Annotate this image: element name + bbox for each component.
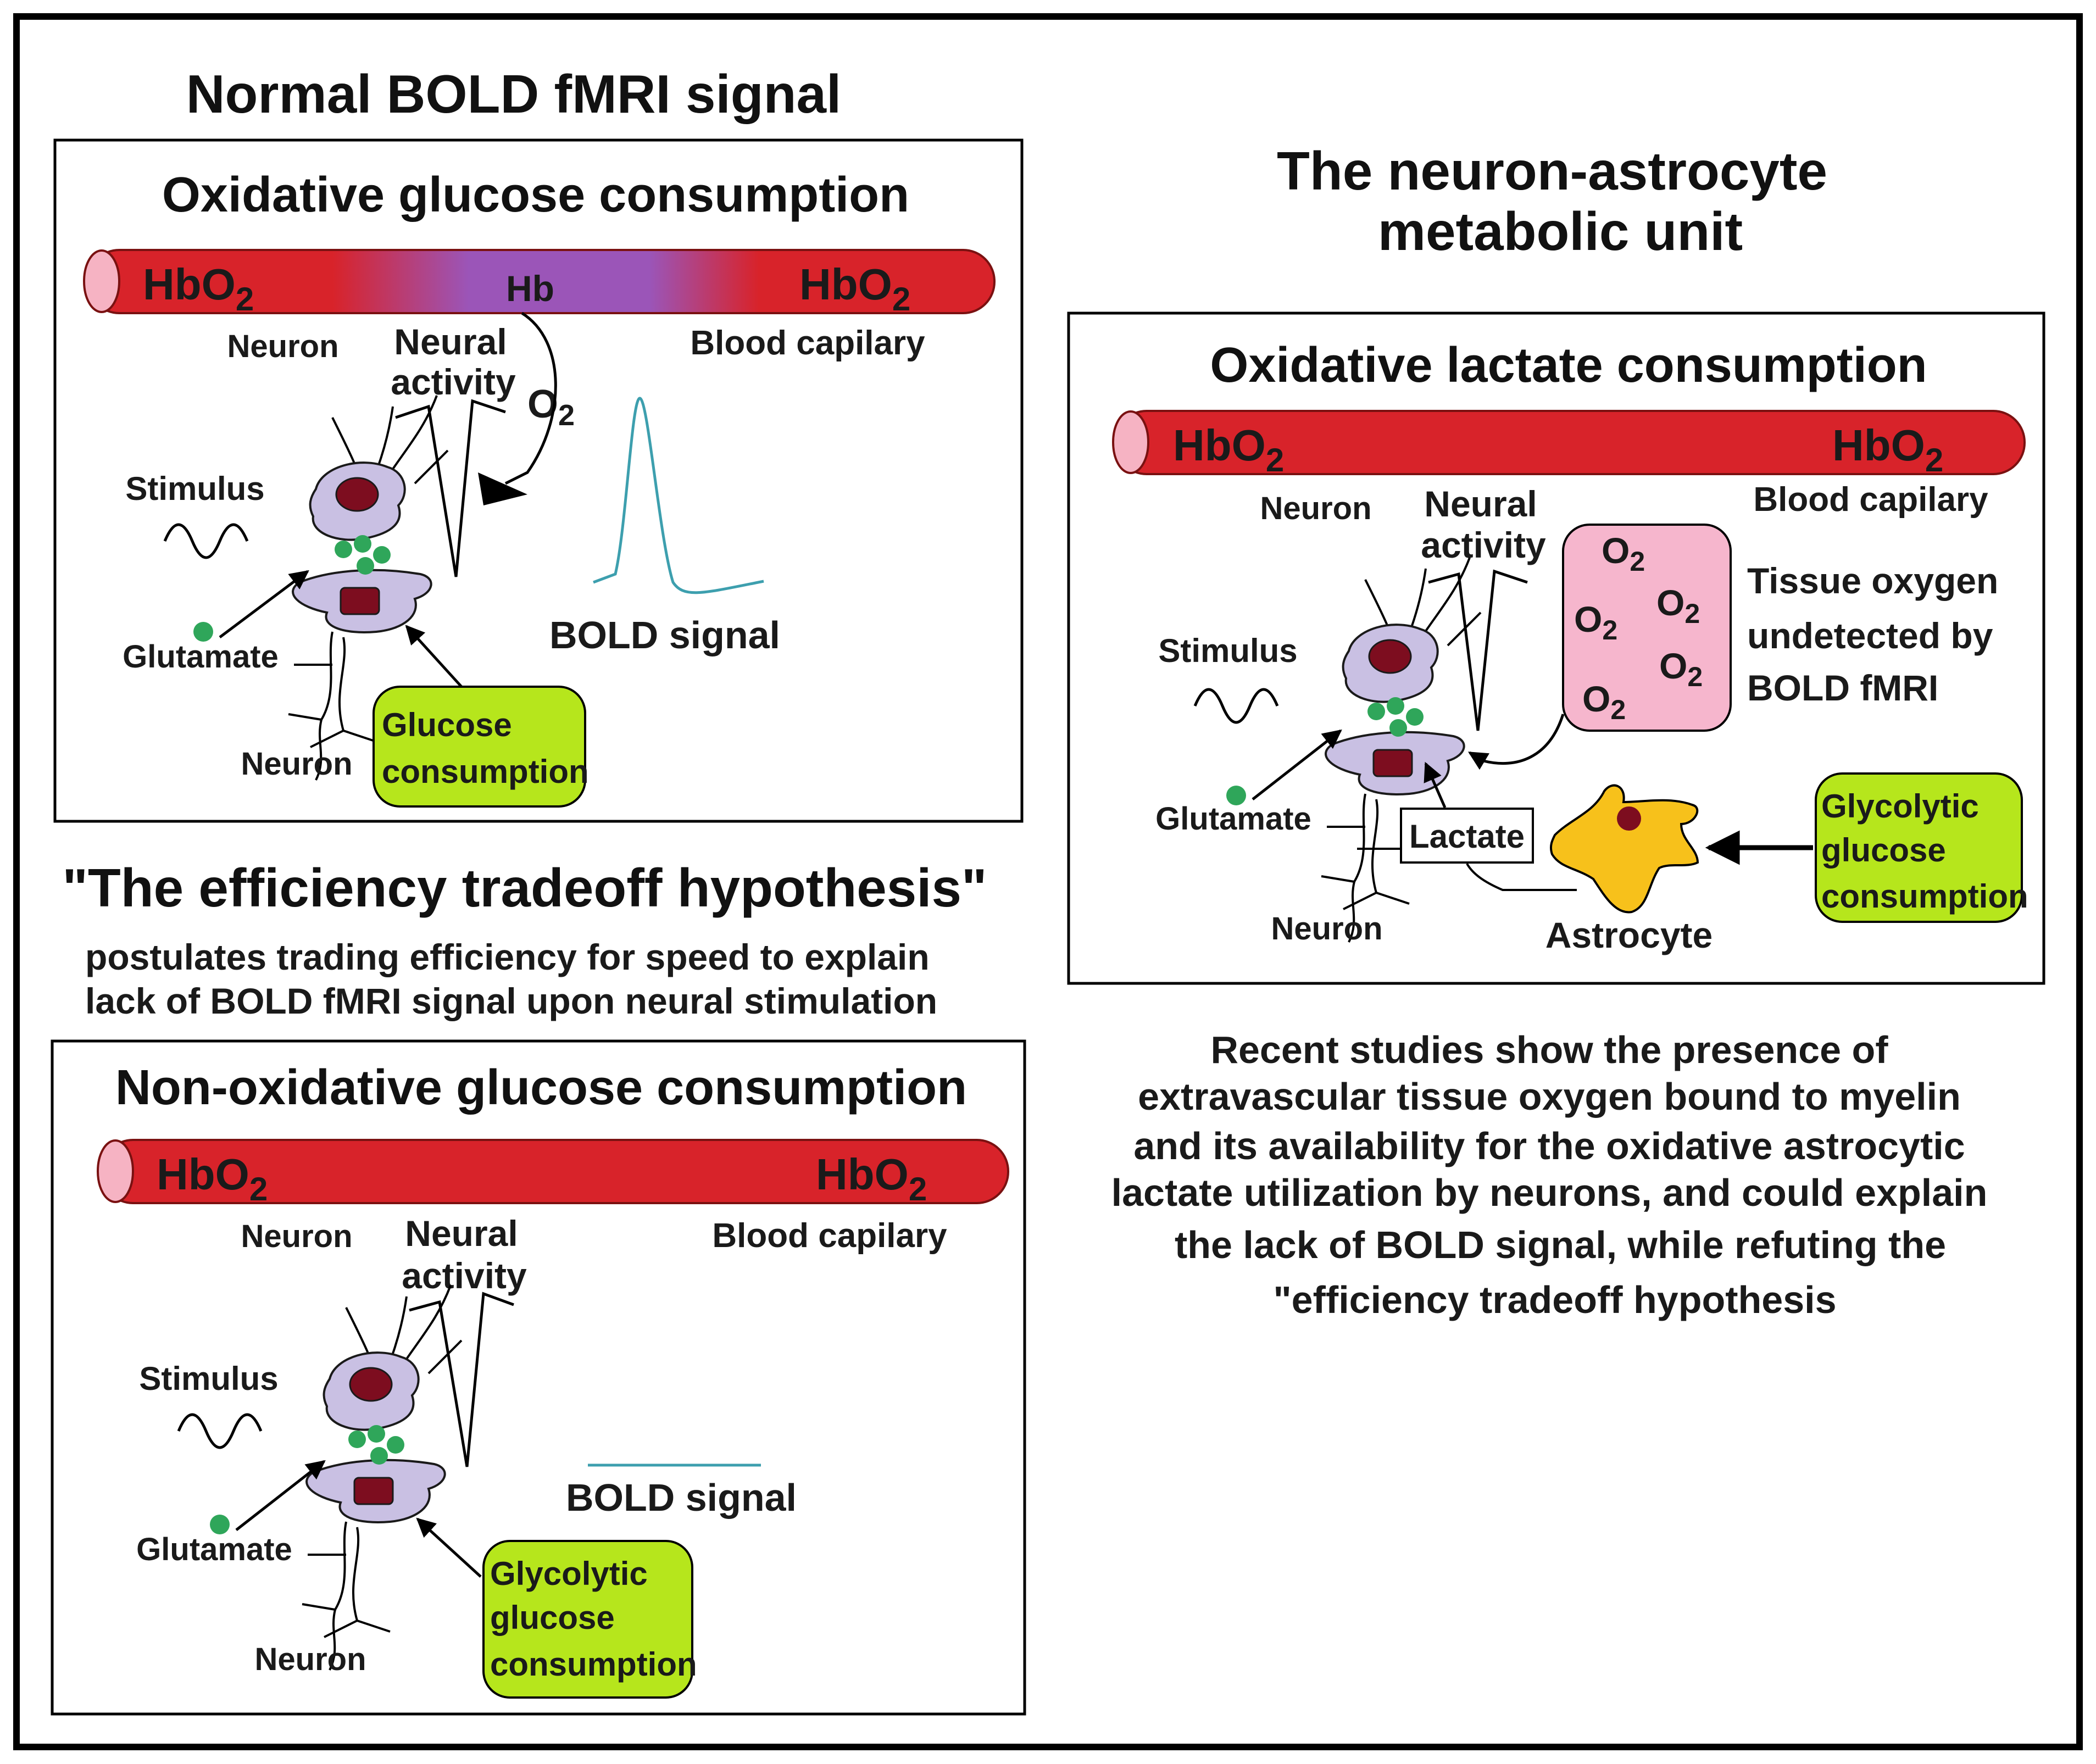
glutamate-dot-unit [1226,786,1246,805]
hbo2-left-normal: HbO2 [143,260,254,318]
stimulus-label-normal: Stimulus [125,470,264,507]
lactate-box [1400,808,1534,864]
panel-unit-title: Oxidative lactate consumption [1210,338,1927,393]
neuron-top-label-nonox: Neuron [241,1218,353,1254]
blood-capilary-label-normal: Blood capilary [690,324,925,362]
svg-text:glucose: glucose [490,1599,615,1636]
svg-text:glucose: glucose [1821,832,1946,869]
neuron-top-label-normal: Neuron [227,329,339,364]
oxygen-release-curve [504,311,557,485]
stimulus-label-nonox: Stimulus [139,1360,278,1397]
neural-activity-label-normal-1: Neural [394,321,507,362]
svg-text:Glycolytic: Glycolytic [490,1555,648,1592]
tissue-oxygen-text-3: BOLD fMRI [1747,667,1938,708]
astrocyte-to-lactate-line [1466,862,1577,891]
stimulus-wave-icon-normal [163,523,249,559]
svg-text:extravascular tissue oxygen bo: extravascular tissue oxygen bound to mye… [1138,1075,1961,1118]
glutamate-dot-normal [193,622,213,642]
svg-text:consumption: consumption [490,1646,697,1683]
neuron-bottom-label-nonox: Neuron [255,1641,366,1677]
bold-signal-peak-trace [593,397,764,594]
bold-signal-label-normal: BOLD signal [549,614,780,656]
tissue-oxygen-arrow [1467,714,1565,770]
svg-text:O2: O2 [1659,645,1703,692]
glutamate-arrow-unit [1252,729,1342,800]
glycolytic-arrow-nonox [416,1517,482,1578]
svg-text:O2: O2 [1656,582,1700,629]
blood-vessel-unit [1112,410,2026,475]
glutamate-label-unit: Glutamate [1155,801,1311,837]
lactate-label: Lactate [1409,818,1525,855]
hypothesis-line-2: lack of BOLD fMRI signal upon neural sti… [85,981,937,1021]
svg-text:O2: O2 [1574,599,1617,645]
neural-activity-label-unit-2: activity [1421,525,1546,565]
tissue-oxygen-text-1: Tissue oxygen [1747,560,1998,601]
svg-text:lactate utilization by neurons: lactate utilization by neurons, and coul… [1111,1171,1988,1214]
neural-activity-label-nonox-2: activity [402,1255,527,1296]
glutamate-arrow-normal [219,570,309,638]
action-potential-trace-unit [1428,569,1528,731]
hbo2-left-nonox: HbO2 [157,1150,268,1207]
tissue-oxygen-box: O2 O2 O2 O2 O2 [1562,524,1732,732]
neural-activity-label-normal-2: activity [391,361,516,402]
svg-text:"efficiency tradeoff hypothesi: "efficiency tradeoff hypothesis [1273,1278,1836,1321]
lactate-arrow [1424,761,1447,809]
hypothesis-line-1: postulates trading efficiency for speed … [85,937,930,977]
hbo2-right-normal: HbO2 [799,260,910,318]
glucose-arrow [405,625,463,688]
hbo2-left-unit: HbO2 [1173,421,1284,478]
neuron-top-label-unit: Neuron [1260,491,1372,526]
svg-text:and its availability for the o: and its availability for the oxidative a… [1133,1125,1965,1167]
hbo2-right-unit: HbO2 [1832,421,1943,478]
svg-text:Glucose: Glucose [382,706,512,743]
astrocyte-cell [1549,784,1699,914]
svg-text:the lack of BOLD signal, whil: the lack of BOLD signal, while refuting … [1175,1223,1946,1266]
svg-text:O2: O2 [1582,678,1626,725]
svg-text:O2: O2 [1602,530,1645,577]
panel-normal-title: Oxidative glucose consumption [162,168,909,222]
stimulus-wave-icon-nonox [177,1413,263,1449]
oxygen-arrowhead [478,472,527,505]
heading-unit-1: The neuron-astrocyte [1277,141,1827,201]
blood-vessel-normal [83,249,996,314]
svg-text:Glycolytic: Glycolytic [1821,788,1979,825]
panel-nonox-title: Non-oxidative glucose consumption [115,1060,967,1115]
conclusion-text: Recent studies show the presence of extr… [1111,1028,1988,1321]
bold-signal-label-nonox: BOLD signal [566,1476,797,1519]
blood-capilary-label-nonox: Blood capilary [712,1217,947,1255]
glycolytic-box-unit: Glycolytic glucose consumption [1815,772,2028,923]
hbo2-right-nonox: HbO2 [816,1150,927,1207]
neuron-bottom-label-unit: Neuron [1271,911,1383,947]
o2-label-normal: O2 [527,382,575,432]
heading-normal-bold: Normal BOLD fMRI signal [186,64,841,124]
neuron-bottom-label-normal: Neuron [241,746,353,782]
stimulus-label-unit: Stimulus [1158,632,1297,669]
svg-text:consumption: consumption [382,753,589,790]
blood-vessel-nonox [97,1139,1009,1204]
glucose-consumption-box: Glucose consumption [373,686,589,808]
neural-activity-label-nonox-1: Neural [405,1213,518,1254]
action-potential-trace-nonox [409,1292,514,1467]
neural-activity-label-unit-1: Neural [1424,483,1537,524]
glutamate-label-normal: Glutamate [123,639,279,675]
heading-unit-2: metabolic unit [1378,201,1743,261]
action-potential-trace-normal [395,399,506,577]
svg-text:Recent studies show the presen: Recent studies show the presence of [1210,1028,1888,1071]
hypothesis-title: "The efficiency tradeoff hypothesis" [62,858,987,918]
hb-label: Hb [506,268,554,309]
astrocyte-label: Astrocyte [1545,915,1713,955]
glycolytic-box-nonox: Glycolytic glucose consumption [482,1540,697,1699]
glutamate-dot-nonox [210,1515,230,1534]
tissue-oxygen-text-2: undetected by [1747,615,1993,656]
stimulus-wave-icon-unit [1193,688,1279,724]
glutamate-label-nonox: Glutamate [136,1532,292,1567]
glutamate-arrow-nonox [235,1460,326,1531]
blood-capilary-label-unit: Blood capilary [1753,481,1988,519]
svg-text:consumption: consumption [1821,878,2028,915]
